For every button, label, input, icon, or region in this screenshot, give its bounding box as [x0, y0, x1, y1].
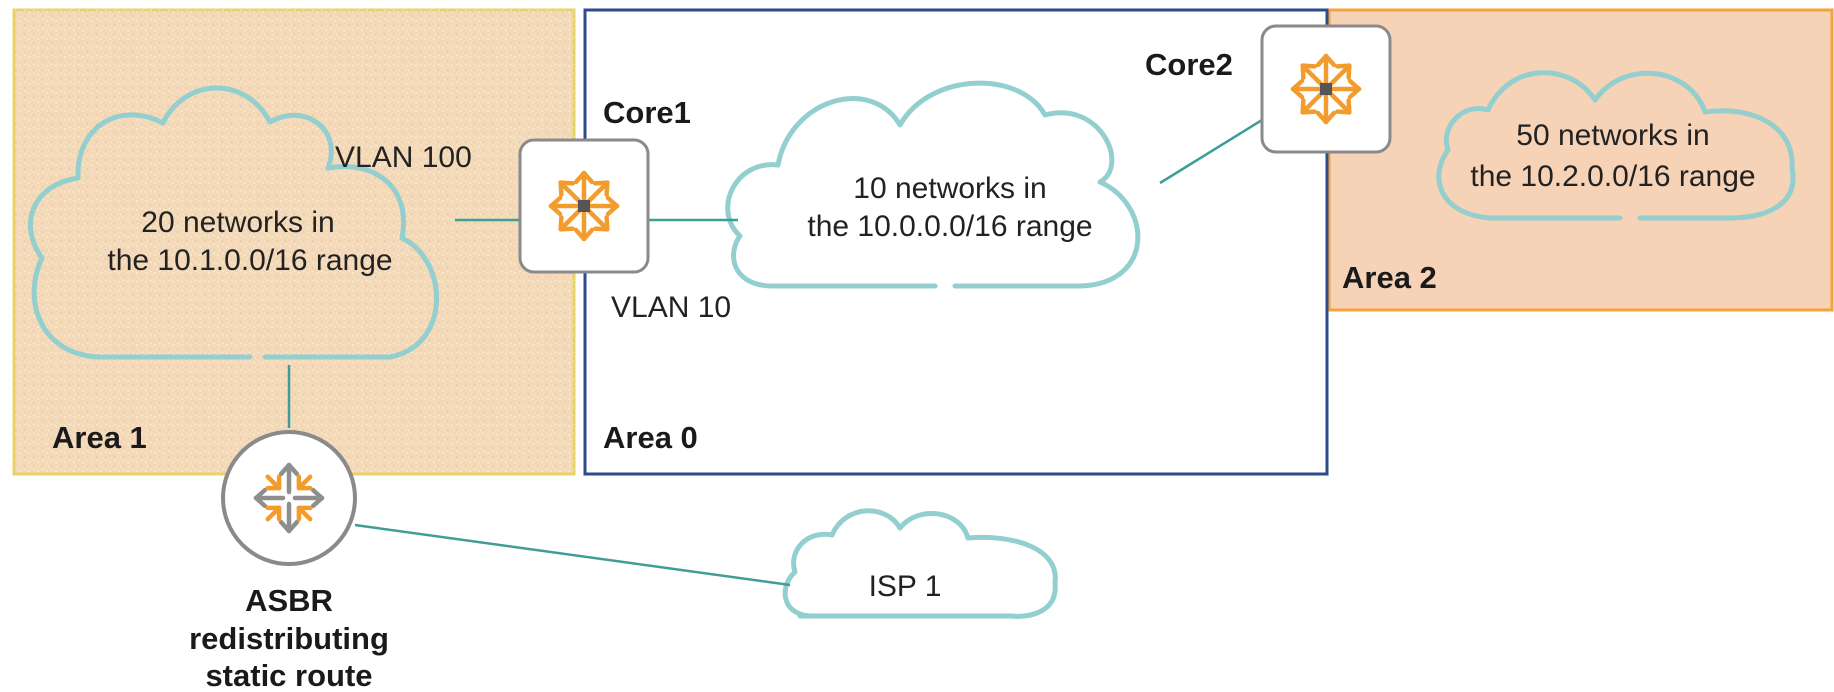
area-1-region	[12, 8, 576, 476]
asbr-label-line2: redistributing	[189, 621, 389, 656]
area-2-region	[1327, 8, 1834, 312]
links	[287, 118, 1263, 587]
area2-cloud-line1: 50 networks in	[1516, 119, 1709, 152]
area0-cloud-line2: the 10.0.0.0/16 range	[807, 210, 1092, 243]
core1-switch[interactable]	[518, 138, 650, 274]
cloud-area1	[27, 85, 440, 360]
asbr-router-body	[221, 430, 357, 566]
area-2-label: Area 2	[1342, 260, 1437, 295]
link-area0-core2	[1159, 118, 1263, 185]
core2-switch[interactable]	[1260, 24, 1392, 154]
cloud-isp	[782, 508, 1058, 619]
core1-label: Core1	[603, 95, 691, 130]
cloud-area0	[725, 80, 1141, 289]
area-0-label: Area 0	[603, 420, 698, 455]
cloud-area2	[1436, 70, 1796, 221]
layer3-switch-icon	[1293, 56, 1359, 122]
link-asbr-isp	[354, 523, 791, 587]
area-1-label: Area 1	[52, 420, 147, 455]
layer3-switch-icon	[551, 173, 617, 239]
asbr-label-line1: ASBR	[245, 583, 333, 618]
core2-label: Core2	[1145, 47, 1233, 82]
area1-cloud-line1: 20 networks in	[141, 206, 334, 239]
asbr-router[interactable]	[221, 430, 357, 566]
isp-cloud-label: ISP 1	[869, 570, 942, 603]
vlan-10-label: VLAN 10	[611, 291, 731, 324]
area0-cloud-line1: 10 networks in	[853, 172, 1046, 205]
asbr-label-line3: static route	[205, 658, 372, 692]
vlan-100-label: VLAN 100	[335, 141, 472, 174]
area1-cloud-line2: the 10.1.0.0/16 range	[107, 244, 392, 277]
area2-cloud-line2: the 10.2.0.0/16 range	[1470, 160, 1755, 193]
